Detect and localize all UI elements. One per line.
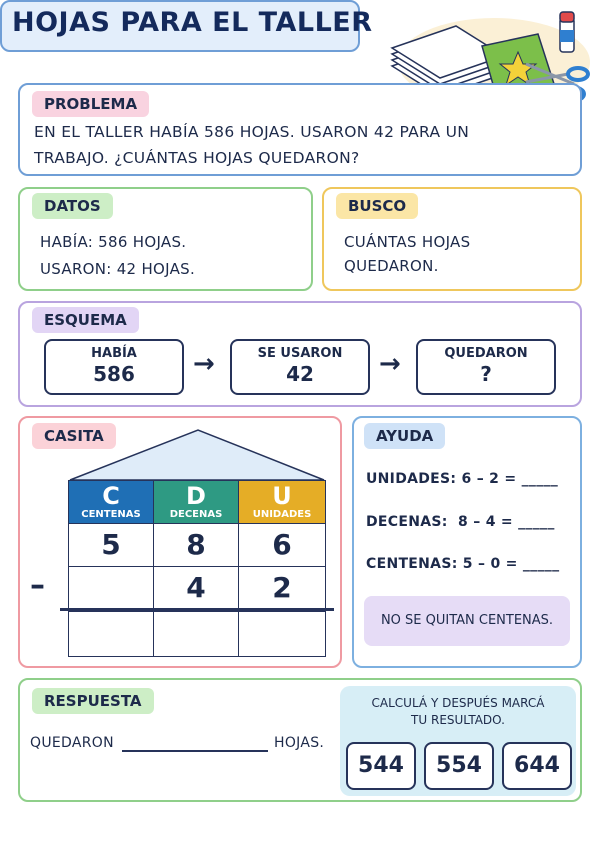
datos-card: DATOS HABÍA: 586 HOJAS. USARON: 42 HOJAS… — [18, 187, 313, 291]
minuend-decenas: 8 — [153, 523, 239, 567]
subtrahend-decenas: 4 — [153, 566, 239, 610]
answer-options-panel: CALCULÁ Y DESPUÉS MARCÁ TU RESULTADO. 54… — [340, 686, 576, 796]
schema-box-quedaron: QUEDARON ? — [416, 339, 556, 395]
casita-tag: CASITA — [32, 423, 116, 449]
datos-line-1: HABÍA: 586 HOJAS. — [40, 233, 187, 251]
header-unidades-letter: U — [272, 482, 292, 510]
schema-box-quedaron-label: QUEDARON — [444, 346, 528, 361]
subtrahend-unidades: 2 — [238, 566, 326, 610]
busco-line-2: QUEDARON. — [344, 257, 439, 275]
schema-box-usaron-label: SE USARON — [257, 346, 343, 361]
result-unidades-cell[interactable] — [238, 611, 326, 657]
header-unidades: U UNIDADES — [238, 480, 326, 524]
busco-card: BUSCO CUÁNTAS HOJAS QUEDARON. — [322, 187, 582, 291]
problema-card: PROBLEMA EN EL TALLER HABÍA 586 HOJAS. U… — [18, 83, 582, 176]
ayuda-line-centenas[interactable]: CENTENAS: 5 – 0 = _____ — [366, 556, 560, 572]
instruction-line-2: TU RESULTADO. — [411, 713, 505, 727]
result-centenas-cell[interactable] — [68, 611, 154, 657]
minuend-centenas: 5 — [68, 523, 154, 567]
header-centenas-letter: C — [102, 482, 120, 510]
schema-box-quedaron-value: ? — [480, 362, 492, 386]
header-centenas: C CENTENAS — [68, 480, 154, 524]
arrow-right-icon: → — [379, 349, 401, 379]
answer-option-554[interactable]: 554 — [424, 742, 494, 790]
header-unidades-name: UNIDADES — [252, 509, 312, 520]
esquema-tag: ESQUEMA — [32, 307, 139, 333]
schema-box-habia-label: HABÍA — [91, 346, 137, 361]
respuesta-suffix: HOJAS. — [274, 735, 325, 751]
subtrahend-centenas — [68, 566, 154, 610]
ayuda-card: AYUDA UNIDADES: 6 – 2 = _____ DECENAS: 8… — [352, 416, 582, 668]
ayuda-line-decenas[interactable]: DECENAS: 8 – 4 = _____ — [366, 514, 555, 530]
answer-option-644[interactable]: 644 — [502, 742, 572, 790]
schema-box-habia: HABÍA 586 — [44, 339, 184, 395]
glue-stick-icon — [559, 11, 575, 53]
schema-box-usaron: SE USARON 42 — [230, 339, 370, 395]
datos-line-2: USARON: 42 HOJAS. — [40, 260, 196, 278]
header-decenas: D DECENAS — [153, 480, 239, 524]
instruction-line-1: CALCULÁ Y DESPUÉS MARCÁ — [371, 696, 545, 710]
busco-tag: BUSCO — [336, 193, 419, 219]
answer-option-544[interactable]: 544 — [346, 742, 416, 790]
header-decenas-letter: D — [186, 482, 206, 510]
minus-sign: – — [30, 568, 45, 603]
schema-box-habia-value: 586 — [93, 362, 135, 386]
ayuda-line-unidades[interactable]: UNIDADES: 6 – 2 = _____ — [366, 471, 559, 487]
header-decenas-name: DECENAS — [169, 509, 223, 520]
respuesta-card: RESPUESTA QUEDARON HOJAS. CALCULÁ Y DESP… — [18, 678, 582, 802]
ayuda-tag: AYUDA — [364, 423, 446, 449]
casita-card: CASITA C CENTENAS D DECENAS U UNIDADES 5… — [18, 416, 342, 668]
page-title: HOJAS PARA EL TALLER — [12, 7, 373, 38]
respuesta-tag: RESPUESTA — [32, 688, 154, 714]
header-centenas-name: CENTENAS — [81, 509, 141, 520]
minuend-unidades: 6 — [238, 523, 326, 567]
house-roof — [69, 429, 325, 481]
page-title-box: HOJAS PARA EL TALLER — [0, 0, 372, 52]
ayuda-note: NO SE QUITAN CENTENAS. — [380, 613, 554, 628]
datos-tag: DATOS — [32, 193, 113, 219]
result-line — [60, 608, 334, 611]
answer-blank-line[interactable] — [122, 750, 268, 752]
result-decenas-cell[interactable] — [153, 611, 239, 657]
schema-box-usaron-value: 42 — [286, 362, 314, 386]
respuesta-prefix: QUEDARON — [30, 735, 114, 751]
ayuda-note-box: NO SE QUITAN CENTENAS. — [364, 596, 570, 646]
arrow-right-icon: → — [193, 349, 215, 379]
problema-text-line-1: EN EL TALLER HABÍA 586 HOJAS. USARON 42 … — [34, 123, 470, 141]
busco-line-1: CUÁNTAS HOJAS — [344, 233, 471, 251]
esquema-card: ESQUEMA HABÍA 586 → SE USARON 42 → QUEDA… — [18, 301, 582, 407]
problema-tag: PROBLEMA — [32, 91, 150, 117]
problema-text-line-2: TRABAJO. ¿CUÁNTAS HOJAS QUEDARON? — [34, 149, 360, 167]
